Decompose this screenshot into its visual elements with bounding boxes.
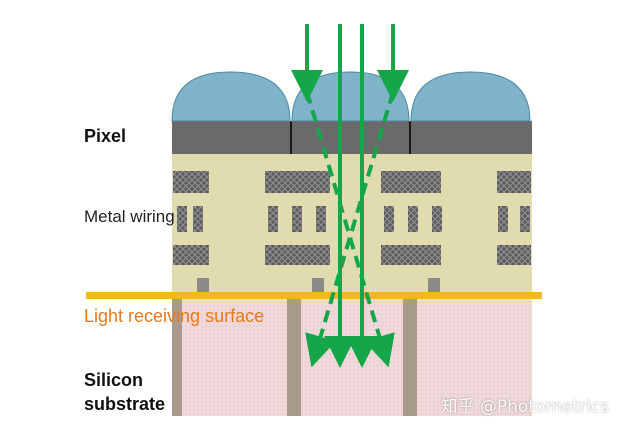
silicon-substrate-label: Silicon substrate (84, 368, 165, 416)
silicon-pillar (172, 298, 182, 416)
pixel-label: Pixel (84, 126, 127, 146)
silicon-label-line1: Silicon (84, 370, 144, 390)
light-receiving-surface-label: Light receiving surface (84, 306, 265, 326)
microlens (171, 71, 291, 122)
watermark-text: 知乎 @Photometrics (440, 397, 610, 417)
light-rays (291, 24, 409, 368)
microlens (410, 71, 531, 122)
light-receiving-surface-line (86, 292, 542, 299)
metal-wiring-label: Metal wiring (84, 207, 175, 226)
silicon-pillar (287, 298, 301, 416)
metal-wiring-pattern (173, 171, 531, 292)
pixel-filter-layer (172, 121, 532, 154)
silicon-label-line2: substrate (84, 394, 166, 414)
silicon-pillar (403, 298, 417, 416)
